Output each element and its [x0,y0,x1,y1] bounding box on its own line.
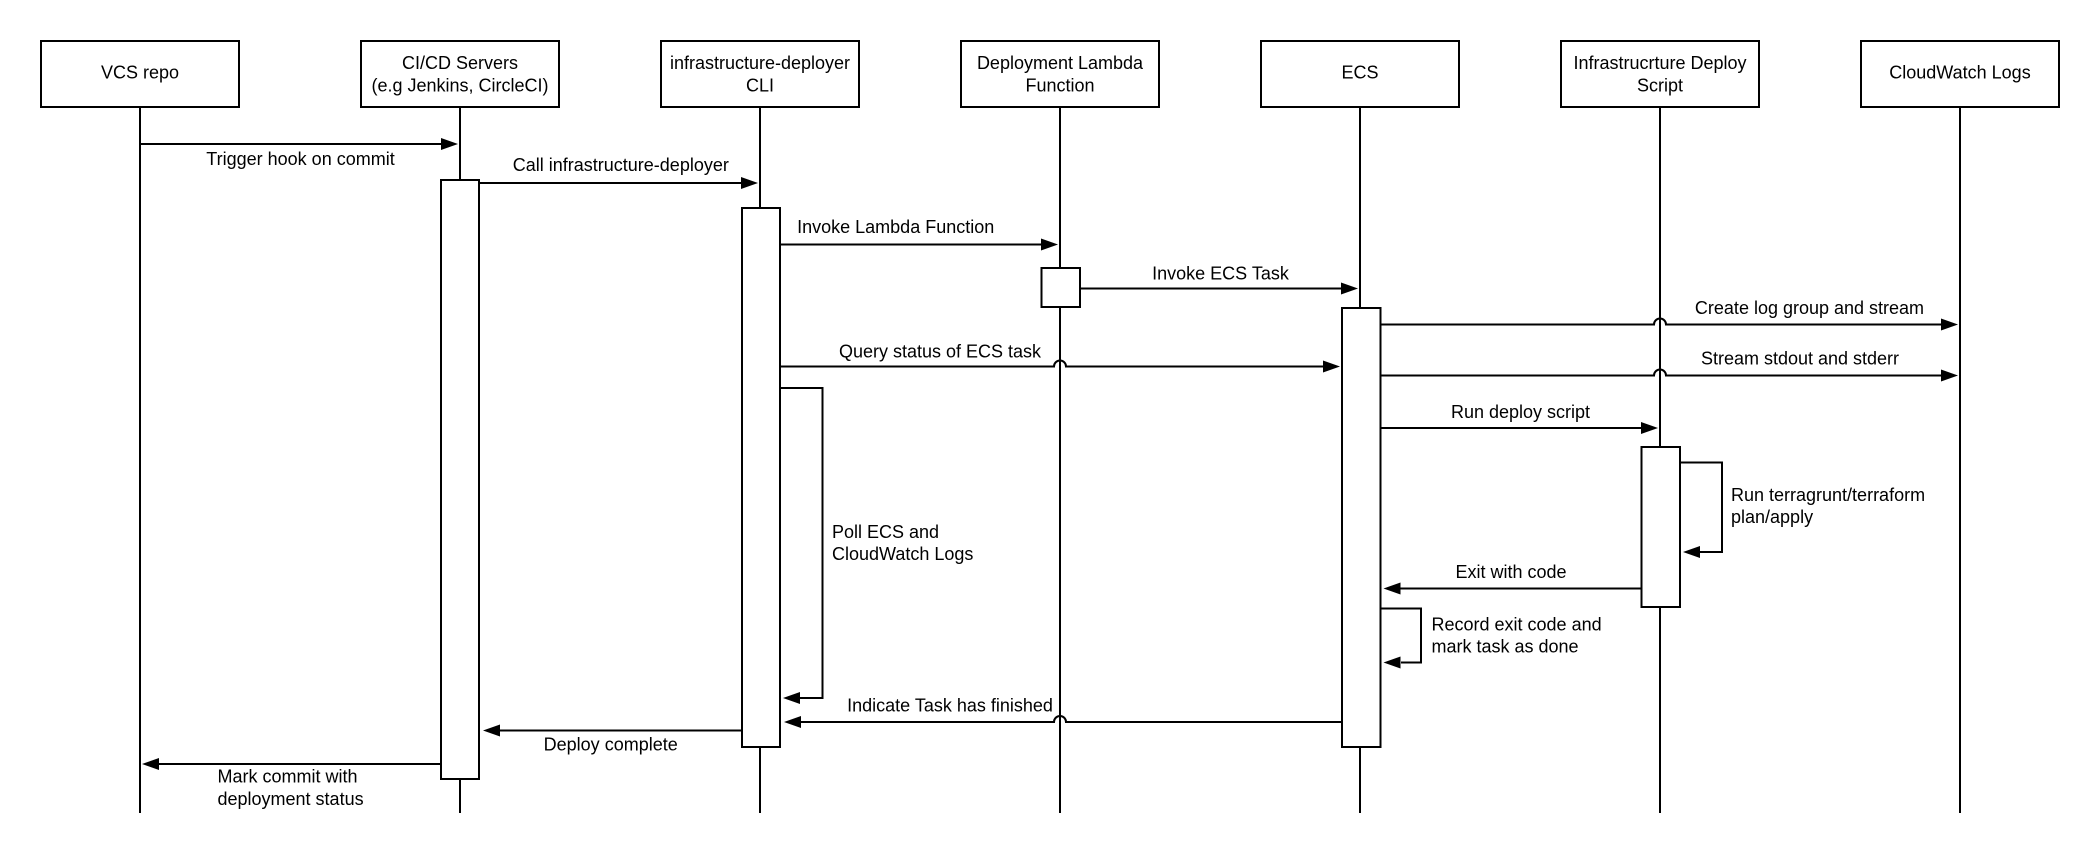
svg-text:CloudWatch Logs: CloudWatch Logs [1889,63,2030,83]
svg-text:CLI: CLI [746,76,774,96]
svg-text:CloudWatch Logs: CloudWatch Logs [832,544,973,564]
svg-text:Invoke Lambda Function: Invoke Lambda Function [797,217,994,237]
svg-text:Query status of ECS task: Query status of ECS task [839,342,1042,362]
svg-text:Script: Script [1637,76,1683,96]
svg-text:VCS repo: VCS repo [101,63,179,83]
svg-text:Deployment Lambda: Deployment Lambda [977,53,1144,73]
svg-text:infrastructure-deployer: infrastructure-deployer [670,53,850,73]
svg-text:Invoke ECS Task: Invoke ECS Task [1152,264,1290,284]
svg-text:Run deploy script: Run deploy script [1451,402,1590,422]
svg-text:Exit with code: Exit with code [1455,562,1566,582]
svg-text:deployment status: deployment status [218,789,364,809]
svg-text:Poll ECS and: Poll ECS and [832,522,939,542]
svg-text:Indicate Task has finished: Indicate Task has finished [847,696,1053,716]
svg-text:Stream stdout and stderr: Stream stdout and stderr [1701,349,1899,369]
svg-text:CI/CD Servers: CI/CD Servers [402,53,518,73]
svg-text:ECS: ECS [1341,63,1378,83]
svg-text:Mark commit with: Mark commit with [218,767,358,787]
svg-text:plan/apply: plan/apply [1731,507,1813,527]
svg-text:Infrastrucrture Deploy: Infrastrucrture Deploy [1573,53,1746,73]
svg-text:Call infrastructure-deployer: Call infrastructure-deployer [513,155,729,175]
svg-text:mark task as done: mark task as done [1432,637,1579,657]
svg-text:Trigger hook on commit: Trigger hook on commit [206,149,394,169]
svg-text:Run terragrunt/terraform: Run terragrunt/terraform [1731,485,1925,505]
svg-text:Function: Function [1025,76,1094,96]
svg-text:Create log group and stream: Create log group and stream [1695,298,1924,318]
svg-text:(e.g Jenkins, CircleCI): (e.g Jenkins, CircleCI) [371,76,548,96]
svg-text:Deploy complete: Deploy complete [544,735,678,755]
svg-text:Record exit code and: Record exit code and [1432,615,1602,635]
